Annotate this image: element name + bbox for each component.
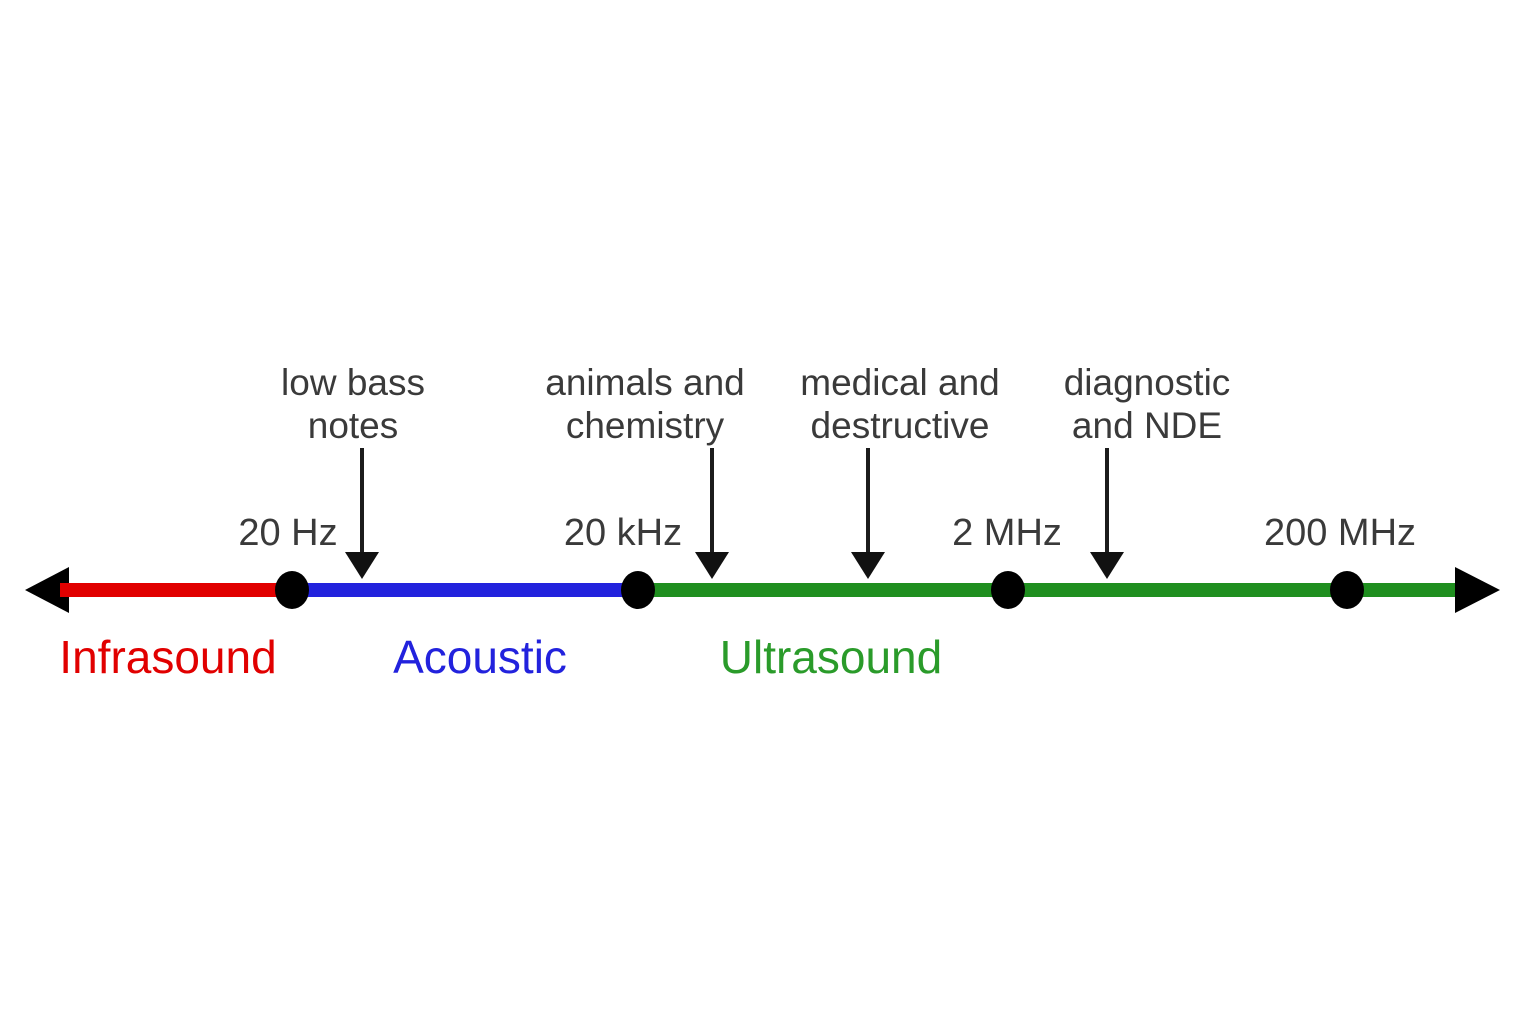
range-label-ultrasound: Ultrasound — [719, 631, 943, 683]
arrow-head-icon — [851, 552, 885, 579]
arrow-shaft — [1105, 448, 1109, 552]
annotation-line: and NDE — [1071, 404, 1223, 446]
range-label-infrasound: Infrasound — [59, 631, 277, 683]
annotation-line: diagnostic — [1063, 362, 1231, 403]
arrow-head-icon — [345, 552, 379, 579]
segment-acoustic — [292, 583, 638, 597]
arrow-head-icon — [695, 552, 729, 579]
marker-dot-20hz — [275, 571, 309, 609]
arrow-shaft — [866, 448, 870, 552]
tick-label-20hz: 20 Hz — [238, 512, 338, 554]
annotation-line: low bass — [281, 362, 425, 403]
annotation-line: notes — [307, 404, 399, 446]
annotation-line: animals and — [545, 362, 745, 403]
segment-ultrasound — [638, 583, 1455, 597]
range-label-acoustic: Acoustic — [393, 631, 567, 683]
annotation-animals-chemistry: animals and chemistry — [545, 362, 745, 448]
annotation-line: chemistry — [565, 404, 725, 446]
axis-arrowhead-right-icon — [1455, 567, 1500, 613]
annotation-line: medical and — [800, 362, 1000, 403]
marker-dot-200mhz — [1330, 571, 1364, 609]
marker-dot-20khz — [621, 571, 655, 609]
annotation-low-bass-notes: low bass notes — [281, 362, 425, 448]
annotation-diagnostic-nde: diagnostic and NDE — [1064, 362, 1231, 448]
annotation-line: destructive — [810, 404, 990, 446]
arrow-head-icon — [1090, 552, 1124, 579]
marker-dot-2mhz — [991, 571, 1025, 609]
tick-label-2mhz: 2 MHz — [952, 512, 1062, 554]
arrow-shaft — [360, 448, 364, 552]
annotation-medical-destructive: medical and destructive — [800, 362, 1000, 448]
tick-label-20khz: 20 kHz — [563, 512, 683, 554]
segment-infrasound — [60, 583, 292, 597]
arrow-shaft — [710, 448, 714, 552]
tick-label-200mhz: 200 MHz — [1263, 512, 1417, 554]
